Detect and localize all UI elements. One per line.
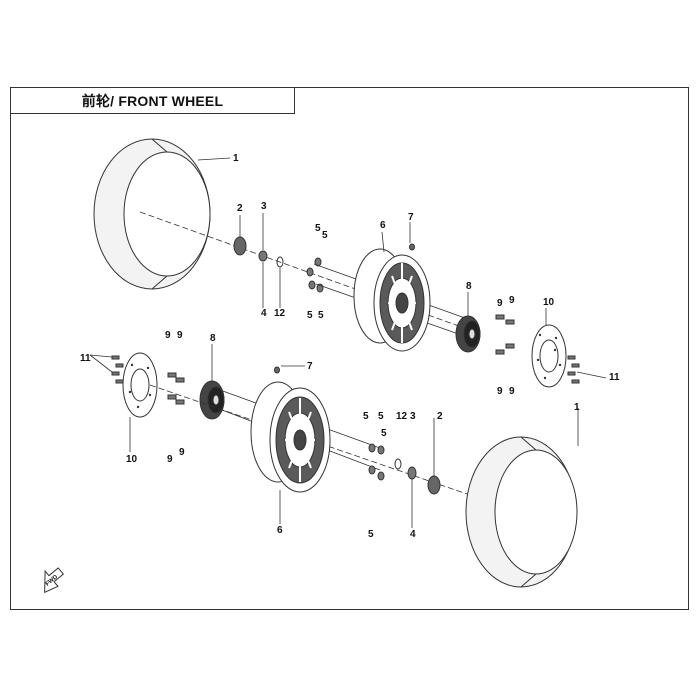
callout-valve-7: 7 [307, 361, 313, 372]
title-box: 前轮/ FRONT WHEEL [10, 87, 295, 114]
callout-lug-nut-5: 5 [378, 411, 384, 422]
hub-lower [199, 380, 225, 420]
callout-bolt-9: 9 [497, 386, 503, 397]
callout-bolt-9: 9 [165, 330, 171, 341]
callout-washer-12: 12 [274, 308, 286, 319]
callout-lug-nut-5: 5 [381, 428, 387, 439]
tire-upper [93, 138, 211, 290]
hub-cap-upper [233, 236, 247, 256]
callout-nut-3: 3 [261, 201, 267, 212]
callout-lug-nut-5: 5 [307, 310, 313, 321]
disc-bolts-lower [111, 355, 124, 384]
callout-bolt-9: 9 [179, 447, 185, 458]
lug-nuts-lower [368, 443, 385, 481]
washer-lower [394, 458, 402, 470]
valve-lower [274, 366, 280, 374]
callout-hub-cap-2: 2 [437, 411, 443, 422]
callout-lug-nut-5: 5 [315, 223, 321, 234]
rim-lower [250, 381, 331, 493]
hub-upper [455, 315, 481, 353]
callout-lug-nut-5: 5 [363, 411, 369, 422]
brake-disc-lower [122, 352, 158, 418]
callout-bolt-9: 9 [509, 386, 515, 397]
callout-brake-disc-10: 10 [126, 454, 138, 465]
callout-hub-8: 8 [210, 333, 216, 344]
callout-lug-nut-5: 5 [318, 310, 324, 321]
leader-lines [89, 157, 607, 528]
lug-nuts-upper [306, 257, 324, 293]
callout-rim-6: 6 [277, 525, 283, 536]
callout-hub-cap-2: 2 [237, 203, 243, 214]
callout-tire-1: 1 [574, 402, 580, 413]
callout-washer-4: 4 [261, 308, 267, 319]
callout-bolt-9: 9 [177, 330, 183, 341]
fwd-arrow-icon [44, 567, 65, 594]
diagram-frame [10, 87, 689, 610]
washer-upper [276, 256, 284, 268]
callout-lug-nut-5: 5 [368, 529, 374, 540]
callout-lug-nut-5: 5 [322, 230, 328, 241]
nut-upper [258, 250, 268, 262]
callout-disc-bolt-11: 11 [80, 353, 91, 364]
bolts-lower [167, 372, 185, 405]
callout-bolt-9: 9 [509, 295, 515, 306]
tire-lower [465, 436, 578, 588]
valve-upper [409, 243, 415, 251]
callout-tire-1: 1 [233, 153, 239, 164]
callout-nut-3: 3 [410, 411, 416, 422]
nut-lower [407, 466, 417, 480]
hub-cap-lower [427, 475, 441, 495]
callout-brake-disc-10: 10 [543, 297, 555, 308]
disc-bolts-upper [567, 355, 580, 384]
brake-disc-upper [531, 324, 567, 388]
callout-rim-6: 6 [380, 220, 386, 231]
rim-upper [353, 248, 431, 352]
callout-washer-12: 12 [396, 411, 408, 422]
callout-disc-bolt-11: 11 [609, 372, 620, 383]
callout-hub-8: 8 [466, 281, 472, 292]
page-title: 前轮/ FRONT WHEEL [81, 92, 224, 109]
callout-valve-7: 7 [408, 212, 414, 223]
callout-bolt-9: 9 [167, 454, 173, 465]
callout-bolt-9: 9 [497, 298, 503, 309]
bolts-upper [495, 314, 515, 355]
callout-washer-4: 4 [410, 529, 416, 540]
